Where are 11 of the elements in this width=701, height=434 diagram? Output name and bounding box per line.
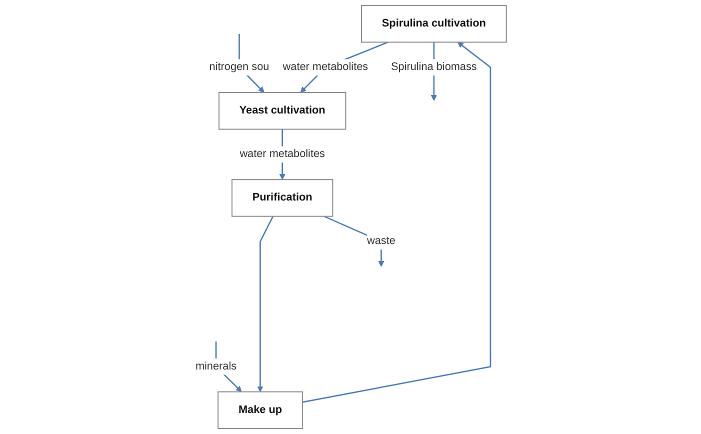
node-box: Purification: [231, 179, 333, 217]
edge-label: water metabolites: [239, 148, 325, 160]
node-box: Yeast cultivation: [218, 92, 346, 130]
edge-label: nitrogen sou: [208, 61, 269, 73]
node-box: Make up: [217, 391, 303, 430]
edge-label: water metabolites: [282, 61, 368, 73]
arrow: [256, 216, 274, 392]
node-box: Spirulina cultivation: [360, 4, 506, 43]
edge-label: Spirulina biomass: [390, 61, 476, 73]
edge-label: minerals: [195, 360, 236, 372]
edge-label: waste: [366, 235, 396, 247]
